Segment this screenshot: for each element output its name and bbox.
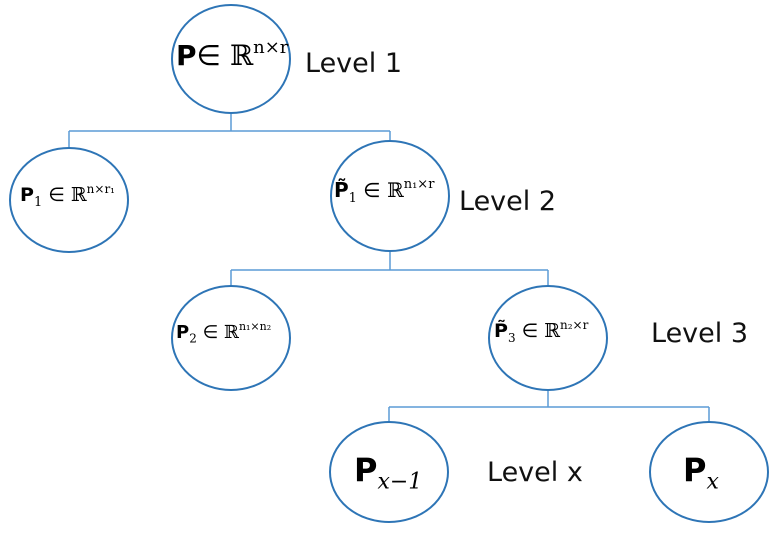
matrix-symbol: P	[176, 322, 190, 343]
label-root: P∈ ℝn×r	[176, 39, 288, 72]
connectors	[68, 113, 710, 424]
dimension-superscript: n×r	[253, 37, 289, 58]
real-set-symbol: ℝ	[387, 178, 404, 202]
node-root	[171, 4, 291, 114]
label-pt3: P̃3 ∈ ℝn₂×r	[494, 319, 588, 344]
node-px	[649, 421, 769, 523]
level-2-caption: Level 2	[459, 186, 557, 217]
index-subscript: 2	[189, 331, 197, 346]
dimension-superscript: n₂×r	[560, 318, 589, 332]
element-of-symbol: ∈	[196, 322, 224, 343]
dimension-superscript: n₁×n₂	[238, 320, 272, 333]
node-p2	[171, 285, 291, 391]
level-x-caption: Level x	[487, 457, 583, 488]
element-of-symbol: ∈	[42, 184, 71, 206]
node-pxm1	[329, 421, 449, 523]
real-set-symbol: ℝ	[223, 322, 239, 343]
node-p1	[9, 147, 129, 253]
label-p2: P2 ∈ ℝn₁×n₂	[176, 321, 271, 345]
dimension-superscript: n×r₁	[86, 182, 115, 196]
label-p1: P1 ∈ ℝn×r₁	[20, 183, 115, 209]
element-of-symbol: ∈	[515, 320, 545, 342]
index-subscript: x−1	[377, 469, 423, 495]
real-set-symbol: ℝ	[70, 184, 87, 206]
element-of-symbol: ∈	[356, 178, 388, 202]
node-pt3	[488, 285, 608, 391]
matrix-symbol: P̃	[334, 178, 349, 202]
index-subscript: 1	[348, 191, 357, 206]
label-px: Px	[683, 451, 719, 493]
matrix-symbol: P	[20, 184, 34, 206]
real-set-symbol: ℝ	[544, 320, 561, 342]
matrix-symbol: P	[176, 39, 197, 72]
element-of-symbol: ∈	[196, 39, 230, 72]
node-pt1	[330, 140, 450, 252]
index-subscript: 1	[33, 194, 43, 210]
matrix-symbol: P̃	[494, 320, 508, 342]
dimension-superscript: n₁×r	[403, 177, 435, 192]
index-subscript: 3	[507, 330, 516, 345]
matrix-symbol: P	[683, 451, 707, 489]
label-pt1: P̃1 ∈ ℝn₁×r	[334, 177, 435, 205]
level-1-caption: Level 1	[305, 48, 403, 79]
real-set-symbol: ℝ	[229, 39, 254, 72]
level-3-caption: Level 3	[651, 318, 749, 349]
index-subscript: x	[706, 469, 719, 495]
label-pxm1: Px−1	[354, 451, 422, 493]
matrix-symbol: P	[354, 451, 378, 489]
